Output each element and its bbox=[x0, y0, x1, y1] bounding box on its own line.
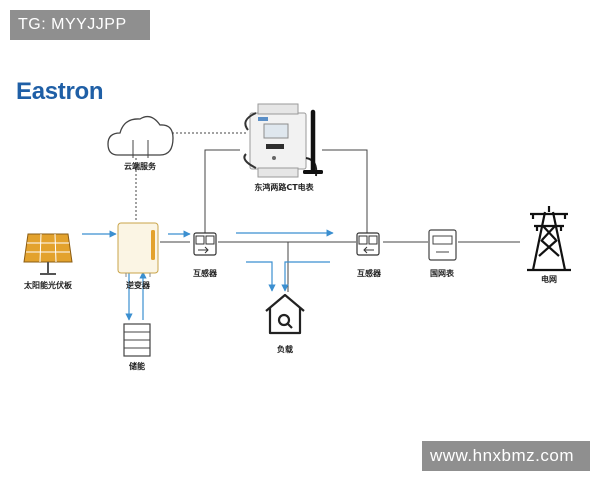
storage-node: 储能 bbox=[123, 323, 151, 371]
solar-panel-icon bbox=[23, 233, 73, 275]
cloud-service-label: 云端服务 bbox=[124, 161, 157, 171]
ct-right-label: 互感器 bbox=[357, 268, 382, 278]
power-grid-node: 电网 bbox=[527, 206, 571, 284]
grid-meter-label: 国网表 bbox=[430, 268, 455, 278]
utility-meter-icon bbox=[428, 229, 457, 261]
watermark-bottom-right: www.hnxbmz.com bbox=[422, 441, 590, 471]
cloud-icon bbox=[107, 115, 174, 156]
load-node: 负载 bbox=[265, 293, 305, 354]
inverter-icon bbox=[117, 222, 159, 277]
flow-arrows bbox=[82, 229, 334, 321]
cloud-service-node: 云端服务 bbox=[107, 115, 174, 171]
antenna-icon bbox=[303, 109, 323, 174]
power-grid-label: 电网 bbox=[541, 274, 557, 284]
watermark-top-left: TG: MYYJJPP bbox=[10, 10, 150, 40]
current-transformer-icon bbox=[193, 232, 217, 256]
ct-left-label: 互感器 bbox=[193, 268, 218, 278]
load-label: 负载 bbox=[277, 344, 293, 354]
brand-logo: Eastron bbox=[16, 78, 104, 105]
solar-panel-label: 太阳能光伏板 bbox=[23, 280, 73, 290]
inverter-node: 逆变器 bbox=[117, 222, 159, 290]
storage-label: 储能 bbox=[128, 361, 145, 371]
ct-meter-label: 东鸿两路CT电表 bbox=[254, 182, 314, 192]
ct-meter-node: 东鸿两路CT电表 bbox=[243, 103, 323, 192]
battery-cabinet-icon bbox=[123, 323, 151, 357]
din-meter-icon bbox=[243, 103, 318, 178]
ct-right-node: 互感器 bbox=[356, 232, 382, 278]
connection-lines bbox=[135, 132, 520, 292]
solar-panel-node: 太阳能光伏板 bbox=[23, 233, 73, 290]
transmission-tower-icon bbox=[527, 206, 571, 272]
current-transformer-icon bbox=[356, 232, 380, 256]
grid-meter-node: 国网表 bbox=[428, 229, 457, 278]
inverter-label: 逆变器 bbox=[126, 280, 151, 290]
ct-left-node: 互感器 bbox=[193, 232, 218, 278]
home-icon bbox=[265, 293, 305, 335]
